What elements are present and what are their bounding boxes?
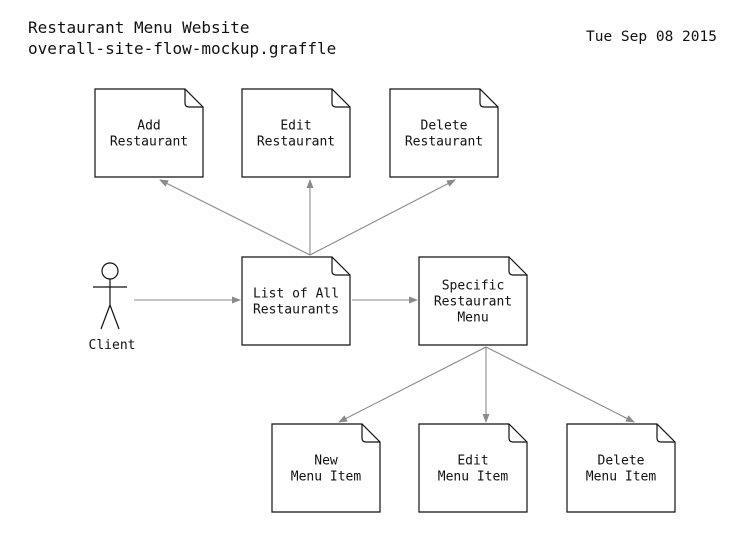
page-fold xyxy=(479,89,498,108)
page-label-line: Restaurants xyxy=(253,303,339,318)
page-label-line: Restaurant xyxy=(110,135,188,150)
page-label-line: List of All xyxy=(253,287,339,302)
stick-figure-icon xyxy=(93,262,127,330)
diagram-date: Tue Sep 08 2015 xyxy=(586,29,717,45)
document-shape xyxy=(271,423,381,513)
page-label-line: Delete xyxy=(598,454,645,469)
edge-specific-menu-to-new-item xyxy=(338,346,487,423)
document-shape xyxy=(418,423,528,513)
page-label-line: New xyxy=(314,454,338,469)
actor-label: Client xyxy=(89,338,136,353)
page-fold xyxy=(656,424,675,443)
client-actor: Client xyxy=(89,262,136,353)
page-label-line: Menu xyxy=(457,311,488,326)
page-fold xyxy=(184,89,203,108)
page-label-line: Delete xyxy=(421,119,468,134)
document-shape xyxy=(241,88,351,178)
page-fold xyxy=(331,89,350,108)
document-shape xyxy=(94,88,204,178)
page-label-line: Menu Item xyxy=(586,470,657,485)
page-fold xyxy=(508,257,527,276)
page-label-line: Add xyxy=(137,119,160,134)
page-label-line: Restaurant xyxy=(257,135,335,150)
document-shape xyxy=(241,256,351,346)
page-fold xyxy=(331,257,350,276)
page-fold xyxy=(508,424,527,443)
edge-list-restaurants-to-delete-restaurant xyxy=(309,179,456,256)
page-label-line: Restaurant xyxy=(434,295,512,310)
page-label-line: Specific xyxy=(442,279,505,294)
page-label-line: Menu Item xyxy=(291,470,362,485)
document-shape xyxy=(389,88,499,178)
page-label-line: Edit xyxy=(457,454,488,469)
page-label-line: Edit xyxy=(280,119,311,134)
edge-specific-menu-to-delete-item xyxy=(485,346,635,423)
diagram-title: Restaurant Menu Website xyxy=(28,18,250,37)
flow-edges xyxy=(134,179,635,423)
page-fold xyxy=(361,424,380,443)
page-label-line: Restaurant xyxy=(405,135,483,150)
flow-nodes: AddRestaurantEditRestaurantDeleteRestaur… xyxy=(94,88,676,513)
diagram-filename: overall-site-flow-mockup.graffle xyxy=(28,39,337,58)
document-shape xyxy=(418,256,528,346)
page-label-line: Menu Item xyxy=(438,470,509,485)
edge-list-restaurants-to-add-restaurant xyxy=(159,179,311,256)
document-shape xyxy=(566,423,676,513)
